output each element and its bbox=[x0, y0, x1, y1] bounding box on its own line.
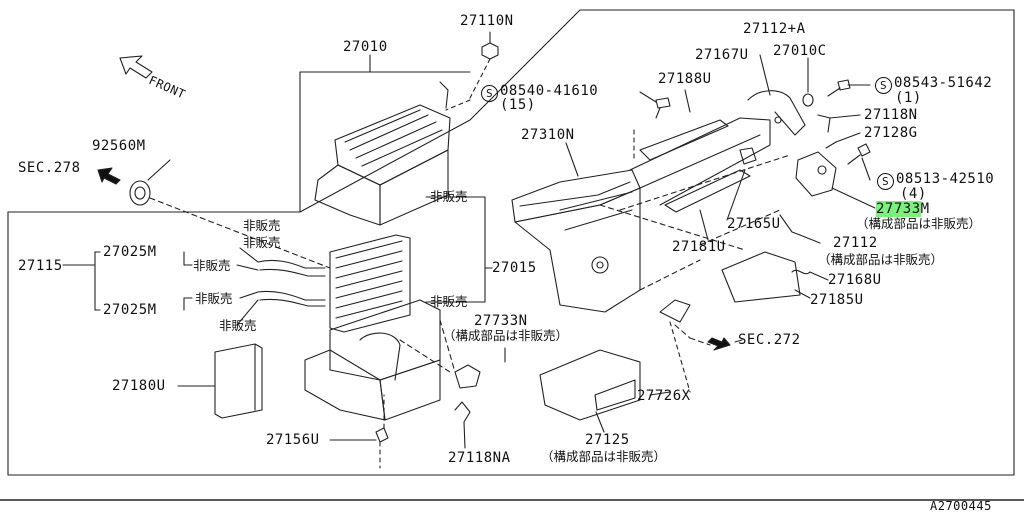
label-sec278: SEC.278 bbox=[18, 160, 81, 176]
label-27733n-note: （構成部品は非販売） bbox=[443, 328, 569, 343]
label-27726x: 27726X bbox=[637, 388, 691, 404]
actuator-27733n bbox=[454, 364, 481, 389]
label-not-sold-4: 非販売 bbox=[243, 235, 281, 250]
label-27733n: 27733N bbox=[474, 313, 528, 329]
label-27733m-note: （構成部品は非販売） bbox=[856, 216, 982, 231]
heater-core-27115 bbox=[257, 234, 411, 333]
label-27010: 27010 bbox=[343, 39, 388, 55]
label-08543-text: 08543-51642 bbox=[894, 75, 993, 91]
label-92560m: 92560M bbox=[92, 138, 146, 154]
label-27125: 27125 bbox=[585, 432, 630, 448]
sec272-arrow-icon bbox=[707, 337, 731, 351]
screw-08513 bbox=[847, 143, 871, 165]
label-08513-text: 08513-42510 bbox=[896, 171, 995, 187]
s-symbol-icon: S bbox=[481, 85, 498, 102]
label-27156u: 27156U bbox=[266, 432, 320, 448]
label-not-sold-7: 非販売 bbox=[219, 318, 257, 333]
screw-08540 bbox=[655, 97, 671, 119]
frame-inner bbox=[299, 71, 471, 213]
label-27180u: 27180U bbox=[112, 378, 166, 394]
link-27128g bbox=[825, 141, 837, 149]
label-27165u: 27165U bbox=[727, 216, 781, 232]
label-27118na: 27118NA bbox=[448, 450, 511, 466]
label-not-sold-3: 非販売 bbox=[243, 218, 281, 233]
label-27733m-highlight: 27733 bbox=[876, 201, 921, 217]
label-27110n: 27110N bbox=[460, 13, 514, 29]
reference-code: A2700445 bbox=[930, 499, 992, 512]
duct-27165u bbox=[664, 147, 757, 213]
label-sec272: SEC.272 bbox=[738, 332, 801, 348]
label-27010c: 27010C bbox=[773, 43, 827, 59]
filter-27180u bbox=[214, 343, 263, 419]
label-27733m: 27733M bbox=[876, 201, 930, 217]
rod-27118n bbox=[817, 114, 831, 133]
label-27310n: 27310N bbox=[521, 127, 575, 143]
s-symbol-icon: S bbox=[877, 173, 894, 190]
label-27115: 27115 bbox=[18, 258, 63, 274]
actuator-27733m bbox=[795, 151, 837, 197]
main-case-27310n bbox=[511, 117, 771, 313]
label-27118n: 27118N bbox=[864, 107, 918, 123]
spring-27168u bbox=[791, 269, 811, 275]
clip-27010c bbox=[802, 93, 814, 107]
label-27188u: 27188U bbox=[658, 71, 712, 87]
sensor-27726x bbox=[659, 299, 691, 393]
label-not-sold-1: 非販売 bbox=[430, 189, 468, 204]
label-not-sold-5: 非販売 bbox=[193, 258, 231, 273]
label-27015: 27015 bbox=[492, 260, 537, 276]
sec278-arrow-icon bbox=[97, 167, 121, 185]
grommet-92560m bbox=[129, 180, 331, 269]
label-27112: 27112 bbox=[833, 235, 878, 251]
bracket-27125 bbox=[539, 349, 641, 421]
label-08543-qty: (1) bbox=[895, 90, 922, 106]
duct-27188u bbox=[633, 119, 729, 163]
label-27025m-upper: 27025M bbox=[103, 244, 157, 260]
clip-27118na bbox=[454, 401, 471, 423]
label-27168u: 27168U bbox=[828, 272, 882, 288]
label-not-sold-6: 非販売 bbox=[195, 291, 233, 306]
label-not-sold-2: 非販売 bbox=[430, 294, 468, 309]
link-27112 bbox=[779, 214, 801, 236]
label-27025m-lower: 27025M bbox=[103, 302, 157, 318]
frame-border bbox=[7, 9, 1015, 476]
bracket-27112a bbox=[747, 90, 806, 136]
label-27125-note: （構成部品は非販売） bbox=[541, 449, 667, 464]
label-27733m-suffix: M bbox=[920, 201, 930, 217]
label-08513-qty: (4) bbox=[900, 186, 927, 202]
label-27128g: 27128G bbox=[864, 125, 918, 141]
lower-case-27015 bbox=[304, 299, 441, 421]
label-27181u: 27181U bbox=[672, 239, 726, 255]
label-27112-note: （構成部品は非販売） bbox=[818, 252, 944, 267]
upper-duct-27010 bbox=[314, 81, 471, 226]
label-27185u: 27185U bbox=[810, 292, 864, 308]
label-08540-qty: (15) bbox=[500, 97, 536, 113]
label-27112a: 27112+A bbox=[743, 21, 806, 37]
screw-08543 bbox=[827, 79, 851, 97]
front-arrow-icon bbox=[119, 55, 153, 79]
projection-lines bbox=[399, 154, 791, 373]
label-08540-text: 08540-41610 bbox=[500, 83, 599, 99]
duct-27185u bbox=[721, 251, 801, 303]
label-27167u: 27167U bbox=[695, 47, 749, 63]
s-symbol-icon: S bbox=[875, 77, 892, 94]
clip-27156u bbox=[375, 394, 389, 469]
leader-lines bbox=[62, 31, 876, 449]
